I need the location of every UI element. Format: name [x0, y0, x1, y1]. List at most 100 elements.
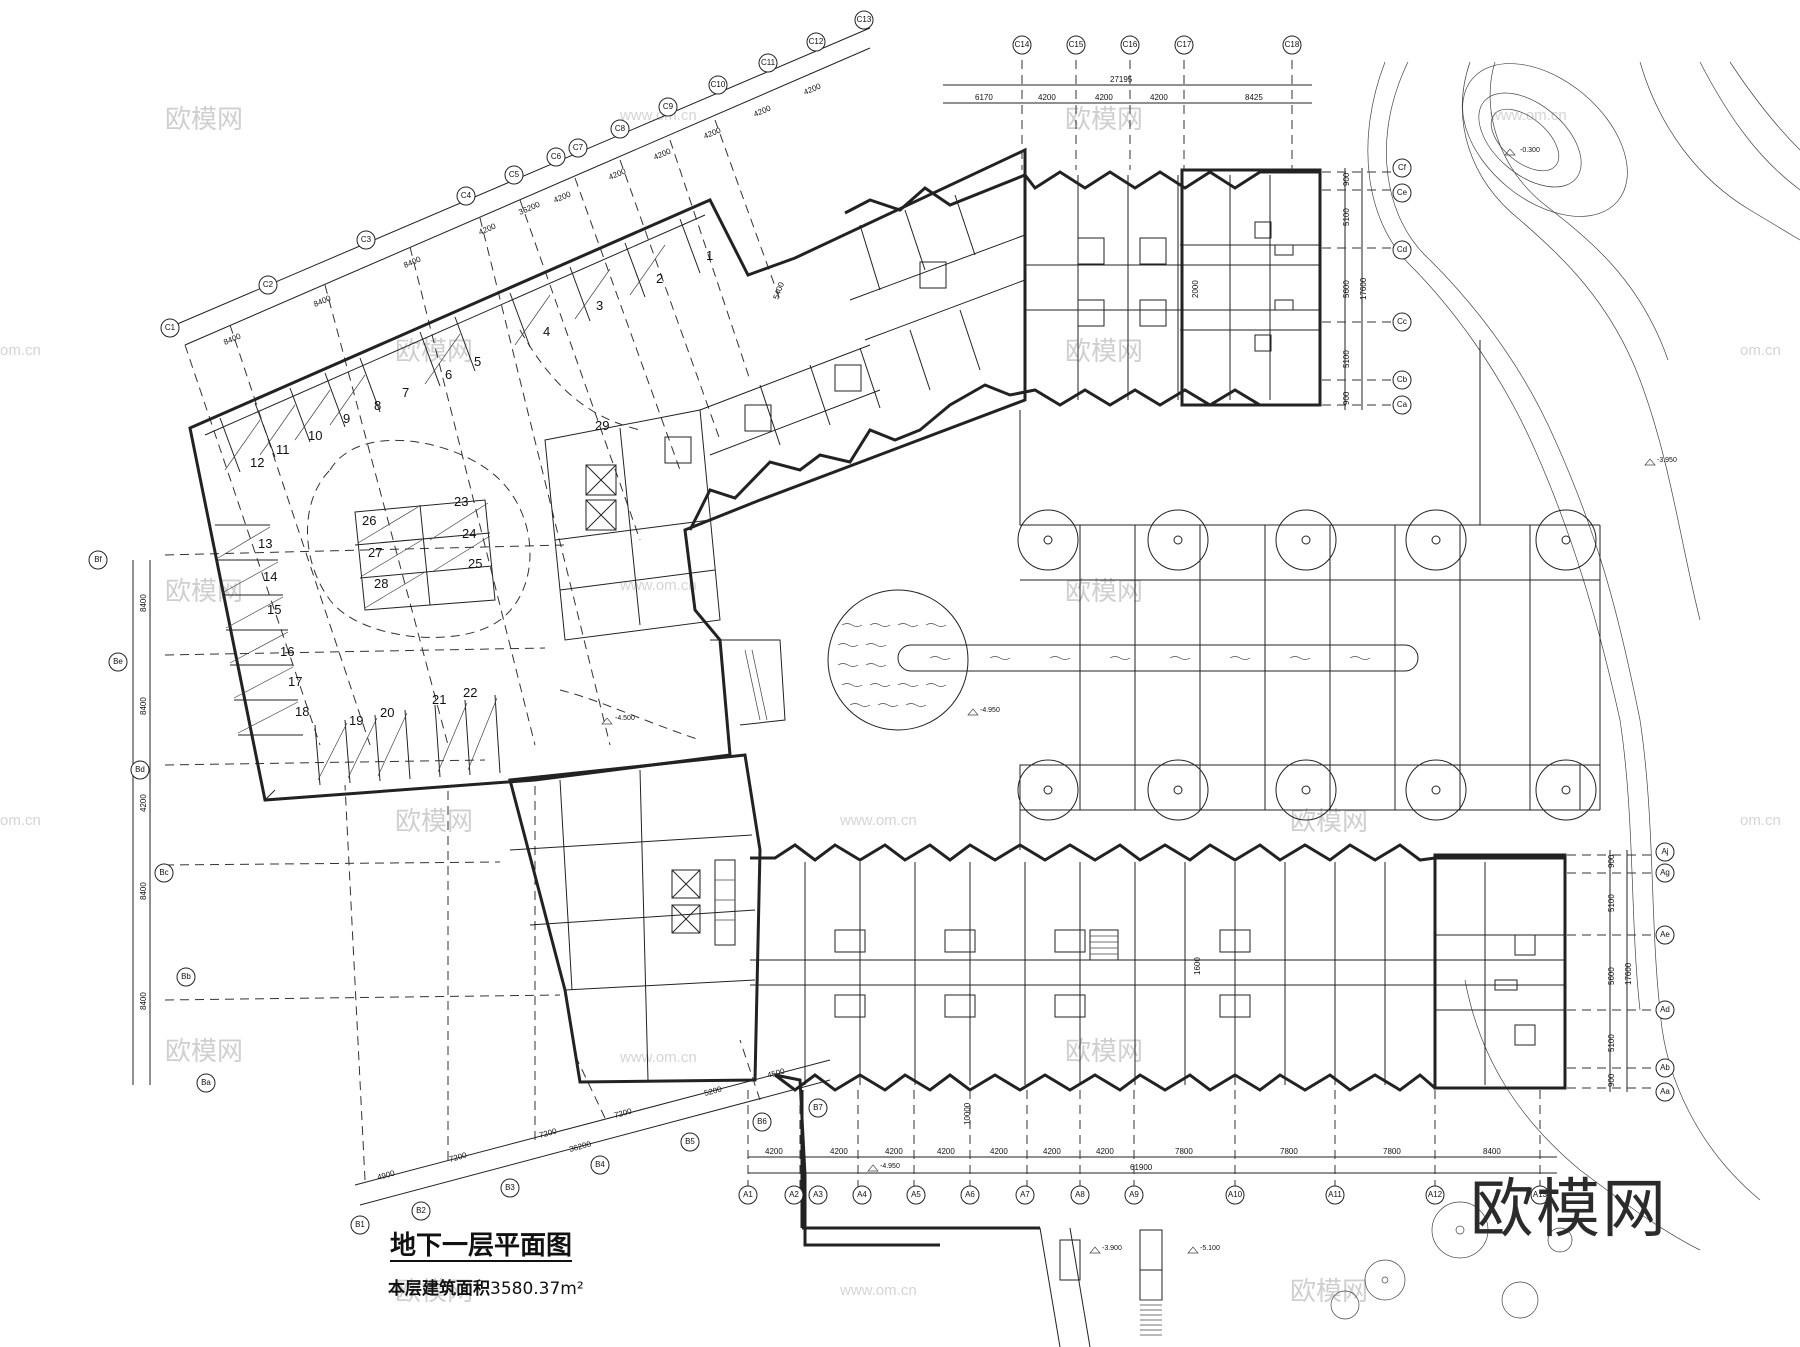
axis-bubble: Bf	[88, 550, 108, 570]
svg-text:A13: A13	[1533, 1190, 1548, 1199]
svg-text:Bc: Bc	[159, 868, 168, 877]
dim-text: 4200	[652, 146, 672, 161]
axis-bubble: Ba	[196, 1073, 216, 1093]
svg-text:Bf: Bf	[94, 555, 102, 564]
parking-number: 26	[362, 513, 376, 528]
parking-number: 10	[308, 428, 322, 443]
axis-bubble: C16	[1120, 35, 1140, 55]
axis-bubble: C5	[504, 165, 524, 185]
axis-bubble: C17	[1174, 35, 1194, 55]
axis-bubble: C1	[160, 318, 180, 338]
axis-bubble: C11	[758, 53, 778, 73]
parking-number: 20	[380, 705, 394, 720]
south-wing: -4.950	[747, 843, 1655, 1247]
dim-text: 900	[1342, 172, 1351, 186]
axis-bubble: Cf	[1392, 158, 1412, 178]
axis-bubble: C6	[546, 147, 566, 167]
parking-number: 25	[468, 556, 482, 571]
axis-bubble: A5	[906, 1185, 926, 1205]
dim-text: 4200	[765, 1147, 783, 1156]
axis-bubble: A2	[784, 1185, 804, 1205]
axis-bubble: Aa	[1655, 1082, 1675, 1102]
watermark: 欧模网	[1065, 105, 1143, 135]
svg-text:C2: C2	[263, 280, 274, 289]
svg-text:Be: Be	[113, 657, 123, 666]
parking-number: 6	[445, 367, 452, 382]
svg-text:Ce: Ce	[1397, 188, 1408, 197]
dim-text: 4200	[752, 103, 772, 118]
svg-text:Ag: Ag	[1660, 868, 1670, 877]
parking-number: 16	[280, 644, 294, 659]
axis-bubble: C12	[806, 32, 826, 52]
dashed-axis-lines	[164, 119, 781, 1181]
dim-text: 4200	[830, 1147, 848, 1156]
dim-text: 5600	[1342, 280, 1351, 298]
watermark-url: www.om.cn	[619, 107, 697, 124]
parking-number: 13	[258, 536, 272, 551]
parking-number: 19	[349, 713, 363, 728]
svg-text:B2: B2	[416, 1206, 426, 1215]
axis-bubble: Ca	[1392, 395, 1412, 415]
dim-text: 8400	[139, 992, 148, 1010]
svg-text:C18: C18	[1285, 40, 1300, 49]
watermark: 欧模网	[1065, 577, 1143, 607]
dim-text: 8400	[222, 331, 242, 346]
svg-text:C5: C5	[509, 170, 520, 179]
dim-text: 1600	[1193, 957, 1202, 975]
parking-number: 2	[656, 271, 663, 286]
level-label: -0.300	[1520, 147, 1540, 154]
axis-bubbles-right-c: Cf Ce Cd Cc Cb Ca	[1392, 158, 1412, 415]
parking-wing: 1 2 3 4 5 6 7 8 9 10 11 12 13 14 15 16 1…	[188, 147, 1027, 802]
svg-text:A7: A7	[1020, 1190, 1030, 1199]
axis-bubble: C4	[456, 186, 476, 206]
axis-bubble: A10	[1225, 1185, 1245, 1205]
dim-text: 8400	[139, 697, 148, 715]
svg-text:B7: B7	[813, 1103, 823, 1112]
svg-text:B3: B3	[505, 1183, 515, 1192]
dim-text: 8425	[1245, 93, 1263, 102]
parking-number: 22	[463, 685, 477, 700]
axis-bubble: Ce	[1392, 183, 1412, 203]
dim-text: 27195	[1110, 75, 1133, 84]
dim-text: 17600	[1359, 277, 1368, 300]
stair-south	[1089, 929, 1119, 961]
svg-text:C1: C1	[165, 323, 176, 332]
axis-bubble: B3	[500, 1178, 520, 1198]
tree-row-top	[1017, 509, 1597, 571]
axis-bubble: C14	[1012, 35, 1032, 55]
svg-text:C15: C15	[1069, 40, 1084, 49]
watermark: 欧模网	[1290, 1277, 1368, 1307]
svg-text:B1: B1	[355, 1220, 365, 1229]
svg-text:A4: A4	[857, 1190, 867, 1199]
axis-bubble: B2	[411, 1201, 431, 1221]
svg-text:B4: B4	[595, 1160, 605, 1169]
svg-text:C6: C6	[551, 152, 562, 161]
svg-text:A10: A10	[1228, 1190, 1243, 1199]
svg-text:Ad: Ad	[1660, 1005, 1670, 1014]
axis-bubble: C10	[708, 75, 728, 95]
svg-text:C3: C3	[361, 235, 372, 244]
svg-text:Ca: Ca	[1397, 400, 1408, 409]
axis-bubble: B1	[350, 1215, 370, 1235]
parking-number: 28	[374, 576, 388, 591]
dim-text: 5200	[703, 1084, 723, 1097]
axis-bubble: Cb	[1392, 370, 1412, 390]
watermark: 欧模网	[1065, 1037, 1143, 1067]
axis-bubble: A1	[738, 1185, 758, 1205]
south-entrance: -3.900 -5.100	[800, 1090, 1573, 1347]
axis-bubble: C3	[356, 230, 376, 250]
axis-bubbles-bottom-a: A1 A2 A3 A4 A5 A6 A7 A8 A9 A10 A11 A12 A…	[738, 1185, 1550, 1205]
axis-bubble: Bd	[130, 760, 150, 780]
dim-text: 8400	[402, 254, 422, 269]
axis-bubble: A4	[852, 1185, 872, 1205]
parking-number: 27	[368, 545, 382, 560]
parking-number: 4	[543, 324, 550, 339]
axis-bubble: C8	[610, 119, 630, 139]
brand-logo: 欧模网	[1470, 1173, 1668, 1247]
axis-bubble: A6	[960, 1185, 980, 1205]
dim-text: 5100	[1342, 350, 1351, 368]
dim-text: 5100	[1607, 1034, 1616, 1052]
axis-bubble: Aj	[1655, 842, 1675, 862]
svg-text:Cb: Cb	[1397, 375, 1408, 384]
